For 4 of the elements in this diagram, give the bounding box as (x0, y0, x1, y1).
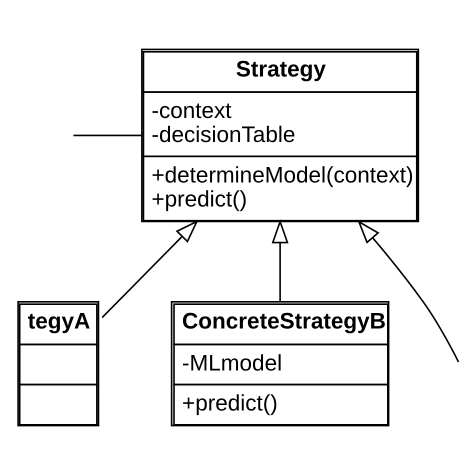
connector (73, 134, 142, 136)
arrow (102, 219, 199, 318)
arrow (272, 218, 289, 302)
arrow (357, 219, 460, 362)
